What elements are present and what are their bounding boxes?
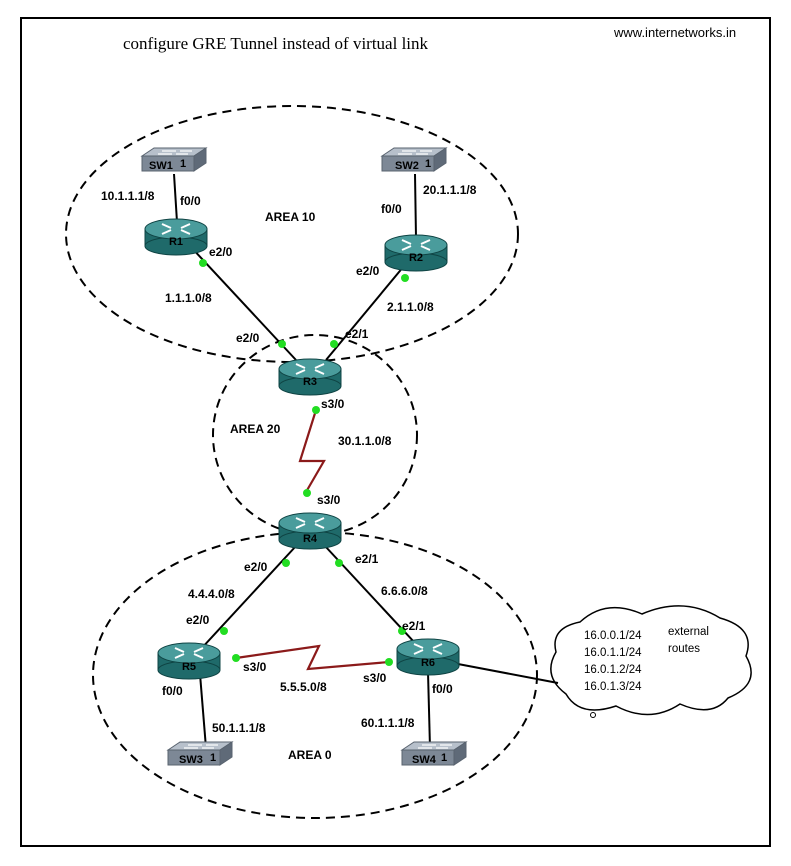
router-r4-name: R4: [303, 533, 318, 545]
subnet-sw2-r2: 20.1.1.1/8: [423, 183, 477, 197]
dot-r4-s30: [303, 489, 311, 497]
cloud-tail-bubble: [590, 712, 596, 718]
router-r1-name: R1: [169, 236, 183, 248]
link-r2-r3: [325, 265, 405, 361]
area-0-label: AREA 0: [288, 748, 332, 762]
external-routes-cloud: [550, 605, 752, 716]
switch-sw1: SW1 1: [141, 147, 207, 172]
dot-r5-s30: [232, 654, 240, 662]
switch-sw2: SW2 1: [381, 147, 447, 172]
router-r1: R1: [144, 218, 208, 256]
switch-sw1-suffix: 1: [180, 158, 186, 170]
site-url: www.internetworks.in: [613, 25, 736, 40]
area-10-label: AREA 10: [265, 210, 316, 224]
iface-r1-f00: f0/0: [180, 194, 201, 208]
area-0-boundary: [92, 531, 538, 819]
iface-r2-e20: e2/0: [356, 264, 380, 278]
switch-sw4: SW4 1: [401, 741, 467, 766]
subnet-r3-r4: 30.1.1.0/8: [338, 434, 392, 448]
router-r5: R5: [157, 642, 221, 680]
link-r6-sw4: [427, 671, 431, 749]
subnet-r6-sw4: 60.1.1.1/8: [361, 716, 415, 730]
router-r6: R6: [396, 638, 460, 676]
iface-r5-s30: s3/0: [243, 660, 267, 674]
switch-sw4-suffix: 1: [441, 752, 447, 764]
dot-r3-s30: [312, 406, 320, 414]
external-route-2: 16.0.1.1/24: [584, 647, 642, 659]
link-r1-r3: [189, 245, 297, 361]
dot-r1-e20: [199, 259, 207, 267]
link-sw2-r2: [414, 173, 417, 239]
iface-r4-e20: e2/0: [244, 560, 268, 574]
external-label-line2: routes: [668, 643, 700, 655]
link-r6-external: [457, 663, 559, 684]
dot-r5-e20: [220, 627, 228, 635]
subnet-r1-r3: 1.1.1.0/8: [165, 291, 212, 305]
dot-r4-e20: [282, 559, 290, 567]
switch-sw3: SW3 1: [167, 741, 233, 766]
iface-r3-s30: s3/0: [321, 397, 345, 411]
router-r2-name: R2: [409, 252, 423, 264]
dot-r4-e21: [335, 559, 343, 567]
iface-r4-s30: s3/0: [317, 493, 341, 507]
dot-r3-e20: [278, 340, 286, 348]
dot-r6-s30: [385, 658, 393, 666]
subnet-r5-sw3: 50.1.1.1/8: [212, 721, 266, 735]
router-r6-name: R6: [421, 657, 435, 669]
switch-sw3-name: SW3: [179, 754, 203, 766]
link-sw1-r1: [173, 173, 178, 223]
subnet-sw1-r1: 10.1.1.1/8: [101, 189, 155, 203]
subnet-r5-r6: 5.5.5.0/8: [280, 680, 327, 694]
iface-r5-f00: f0/0: [162, 684, 183, 698]
area-20-label: AREA 20: [230, 422, 281, 436]
iface-r3-e20: e2/0: [236, 331, 260, 345]
iface-r6-s30: s3/0: [363, 671, 387, 685]
subnet-r4-r6: 6.6.6.0/8: [381, 584, 428, 598]
dot-r2-e20: [401, 274, 409, 282]
serial-link-r3-r4: [298, 409, 326, 493]
link-r4-r5: [199, 545, 297, 651]
subnet-r2-r3: 2.1.1.0/8: [387, 300, 434, 314]
iface-r6-f00: f0/0: [432, 682, 453, 696]
link-r5-sw3: [199, 673, 207, 749]
external-label-line1: external: [668, 626, 709, 638]
router-r3: R3: [278, 358, 342, 396]
dot-r6-e21: [398, 627, 406, 635]
dot-r3-e21: [330, 340, 338, 348]
router-r3-name: R3: [303, 376, 317, 388]
outer-frame: [20, 17, 771, 847]
iface-r1-e20: e2/0: [209, 245, 233, 259]
iface-r3-e21: e2/1: [345, 327, 369, 341]
iface-r6-e21: e2/1: [402, 619, 426, 633]
iface-r4-e21: e2/1: [355, 552, 379, 566]
subnet-r4-r5: 4.4.4.0/8: [188, 587, 235, 601]
external-route-4: 16.0.1.3/24: [584, 681, 642, 693]
external-route-1: 16.0.0.1/24: [584, 630, 642, 642]
switch-sw3-suffix: 1: [210, 752, 216, 764]
iface-r2-f00: f0/0: [381, 202, 402, 216]
switch-sw2-suffix: 1: [425, 158, 431, 170]
iface-r5-e20: e2/0: [186, 613, 210, 627]
serial-link-r5-r6: [235, 644, 390, 671]
switch-sw4-name: SW4: [412, 754, 437, 766]
area-10-boundary: [65, 105, 519, 363]
router-r2: R2: [384, 234, 448, 272]
switch-sw1-name: SW1: [149, 160, 173, 172]
external-route-3: 16.0.1.2/24: [584, 664, 642, 676]
router-r5-name: R5: [182, 661, 196, 673]
router-r4: R4: [278, 512, 342, 550]
switch-sw2-name: SW2: [395, 160, 419, 172]
diagram-title: configure GRE Tunnel instead of virtual …: [123, 34, 429, 53]
